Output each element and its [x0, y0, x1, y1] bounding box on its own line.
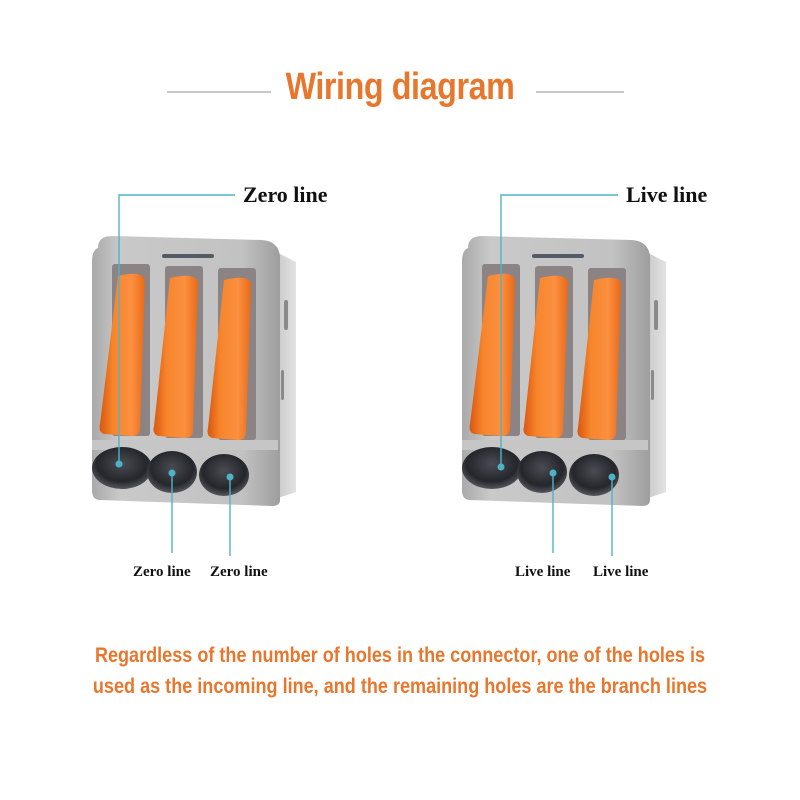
- title-divider-left: [167, 91, 271, 93]
- label-zero-line-top: Zero line: [243, 182, 328, 207]
- page-title: Wiring diagram: [285, 66, 515, 108]
- label-zero-line-branch-2: Zero line: [210, 564, 268, 580]
- leader-lines-left: [118, 194, 235, 556]
- leader-lines-right: [500, 194, 618, 556]
- title-divider-right: [536, 91, 624, 93]
- label-zero-line-branch-1: Zero line: [133, 564, 191, 580]
- connector-left: [92, 236, 296, 506]
- explanation-note: Regardless of the number of holes in the…: [92, 644, 708, 698]
- title-bar: Wiring diagram: [0, 62, 800, 122]
- label-live-line-branch-2: Live line: [593, 564, 649, 580]
- connector-right: [462, 236, 666, 506]
- label-live-line-branch-1: Live line: [515, 564, 571, 580]
- label-live-line-top: Live line: [626, 182, 708, 207]
